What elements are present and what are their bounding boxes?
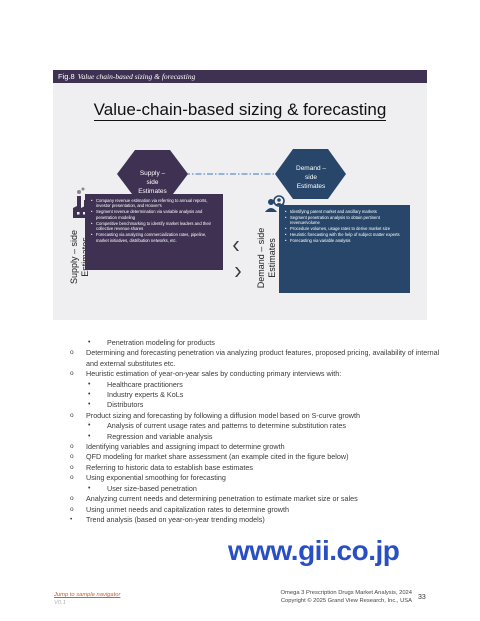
bullet-item: o Product sizing and forecasting by follo… [70,411,450,421]
chevron-left-icon [233,241,239,251]
figure-title: Value-chain-based sizing & forecasting [93,100,387,121]
report-title: Omega 3 Prescription Drugs Market Analys… [280,590,412,596]
bullet-item: o Heuristic estimation of year-on-year sa… [70,369,450,379]
bullet-item: • Distributors [70,400,450,410]
supply-item: Segment revenue determination via variab… [91,209,219,220]
jump-to-sample-navigator-link[interactable]: Jump to sample navigator [54,592,121,598]
supply-item: Forecasting via analyzing commercializat… [91,232,219,243]
bullet-item: • User size-based penetration [70,484,450,494]
bullet-marker: o [70,349,74,357]
copyright: Copyright © 2025 Grand View Research, In… [280,597,412,604]
supply-hex-label: Supply – side Estimates [138,170,167,195]
bullet-item: • Regression and variable analysis [70,432,450,442]
bullet-text: Identifying variables and assigning impa… [86,442,285,452]
bullet-item: o Using unmet needs and capitalization ra… [70,505,450,515]
bullet-item: o Identifying variables and assigning imp… [70,442,450,452]
bullet-marker: o [70,463,74,471]
bullet-text: Trend analysis (based on year-on-year tr… [86,514,265,524]
bullet-text: Referring to historic data to establish … [86,462,253,472]
supply-hexagon [117,150,188,198]
bullet-item: o Determining and forecasting penetration… [70,348,450,369]
bullet-item: o Referring to historic data to establish… [70,463,450,473]
demand-item: Identifying parent market and ancillary … [285,209,406,215]
bullet-text: Using exponential smoothing for forecast… [86,473,226,483]
bullet-marker: o [70,495,74,503]
version-label: V0.1 [54,600,66,606]
footer-right: Omega 3 Prescription Drugs Market Analys… [232,590,412,605]
bullet-marker: • [88,339,91,346]
bullet-text: Industry experts & KoLs [107,390,184,400]
bullet-marker: • [88,401,91,409]
bullet-text: QFD modeling for market share assessment… [86,452,349,462]
bullet-item: o Using exponential smoothing for forecas… [70,473,450,483]
supply-side-box: Company revenue estimation via referring… [85,194,223,270]
footer-left: Jump to sample navigator V0.1 [54,591,120,607]
bullet-item: o QFD modeling for market share assessmen… [70,452,450,462]
bullet-marker: • [88,380,91,388]
demand-hexagon [275,149,346,199]
bullet-text: Regression and variable analysis [107,431,213,441]
chevron-right-icon [235,267,241,277]
bullet-text: Penetration modeling for products [107,338,215,347]
demand-vertical-label: Demand – side Estimates [256,227,277,289]
bullet-marker: • [88,422,91,430]
figure-caption: Value chain-based sizing & forecasting [77,72,196,81]
bullet-item: • Trend analysis (based on year-on-year t… [70,515,450,525]
bullet-item: o Analyzing current needs and determining… [70,494,450,504]
bullet-item: • Penetration modeling for products [70,338,450,348]
bullet-item: • Analysis of current usage rates and pat… [70,421,450,431]
bullet-marker: o [70,370,74,378]
demand-item: Procedure volumes, usage rates to derive… [285,226,406,232]
demand-item: Forecasting via variable analysis [285,238,406,244]
bullet-text: Distributors [107,400,144,410]
supply-item: Competitive benchmarking to identify mar… [91,221,219,232]
page-number: 33 [418,594,426,601]
supply-item: Company revenue estimation via referring… [91,198,219,209]
bullet-text: Analyzing current needs and determining … [86,494,358,504]
bullet-text: Analysis of current usage rates and patt… [107,421,346,431]
demand-item: Heuristic forecasting with the help of s… [285,232,406,238]
bullet-text: Heuristic estimation of year-on-year sal… [86,369,342,379]
bullet-text: Healthcare practitioners [107,379,183,389]
bullet-marker: • [88,484,91,492]
watermark: www.gii.co.jp [228,535,400,566]
bullet-text: Product sizing and forecasting by follow… [86,410,360,420]
bullet-marker: o [70,453,74,461]
figure-number: Fig.8 [58,72,75,81]
demand-item: Segment penetration analysis to obtain p… [285,215,406,226]
demand-side-box: Identifying parent market and ancillary … [279,205,410,293]
bullet-marker: o [70,474,74,482]
bullet-text: User size-based penetration [107,483,197,493]
bullet-marker: • [88,391,91,399]
bullet-marker: o [70,443,74,451]
bullet-marker: o [70,505,74,513]
bullet-text: Determining and forecasting penetration … [86,348,440,368]
methodology-bullet-list: • Penetration modeling for products o Deter… [70,338,450,525]
bullet-marker: • [88,432,91,440]
demand-hex-label: Demand – side Estimates [296,165,326,190]
bullet-item: • Industry experts & KoLs [70,390,450,400]
bullet-marker: • [70,515,73,523]
bullet-marker: o [70,411,74,419]
bullet-item: • Healthcare practitioners [70,380,450,390]
bullet-text: Using unmet needs and capitalization rat… [86,504,289,514]
